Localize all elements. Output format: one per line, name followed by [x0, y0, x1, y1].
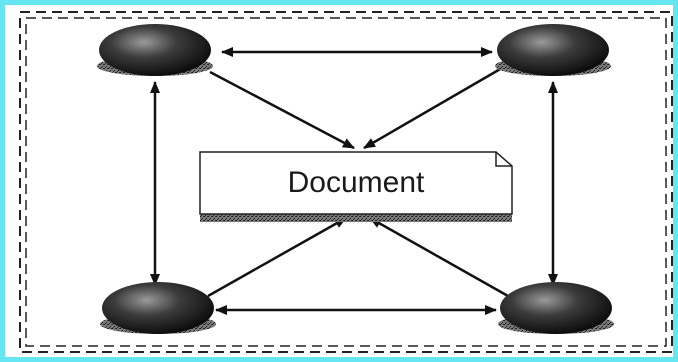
actor-node-top-right	[495, 24, 611, 76]
arrow-bottomleft-to-document	[207, 216, 347, 298]
actor-node-bottom-left	[100, 282, 216, 334]
dashed-border	[19, 11, 673, 353]
arrow-bottomright-to-document	[369, 216, 509, 298]
document-label: Document	[288, 166, 425, 199]
actor-node-bottom-right	[498, 282, 614, 334]
connections	[150, 47, 558, 315]
arrow-topright-to-document	[363, 66, 503, 150]
arrow-topleft-to-document	[209, 70, 355, 150]
actor-node-top-left	[97, 24, 213, 76]
document-node: Document	[199, 151, 513, 222]
